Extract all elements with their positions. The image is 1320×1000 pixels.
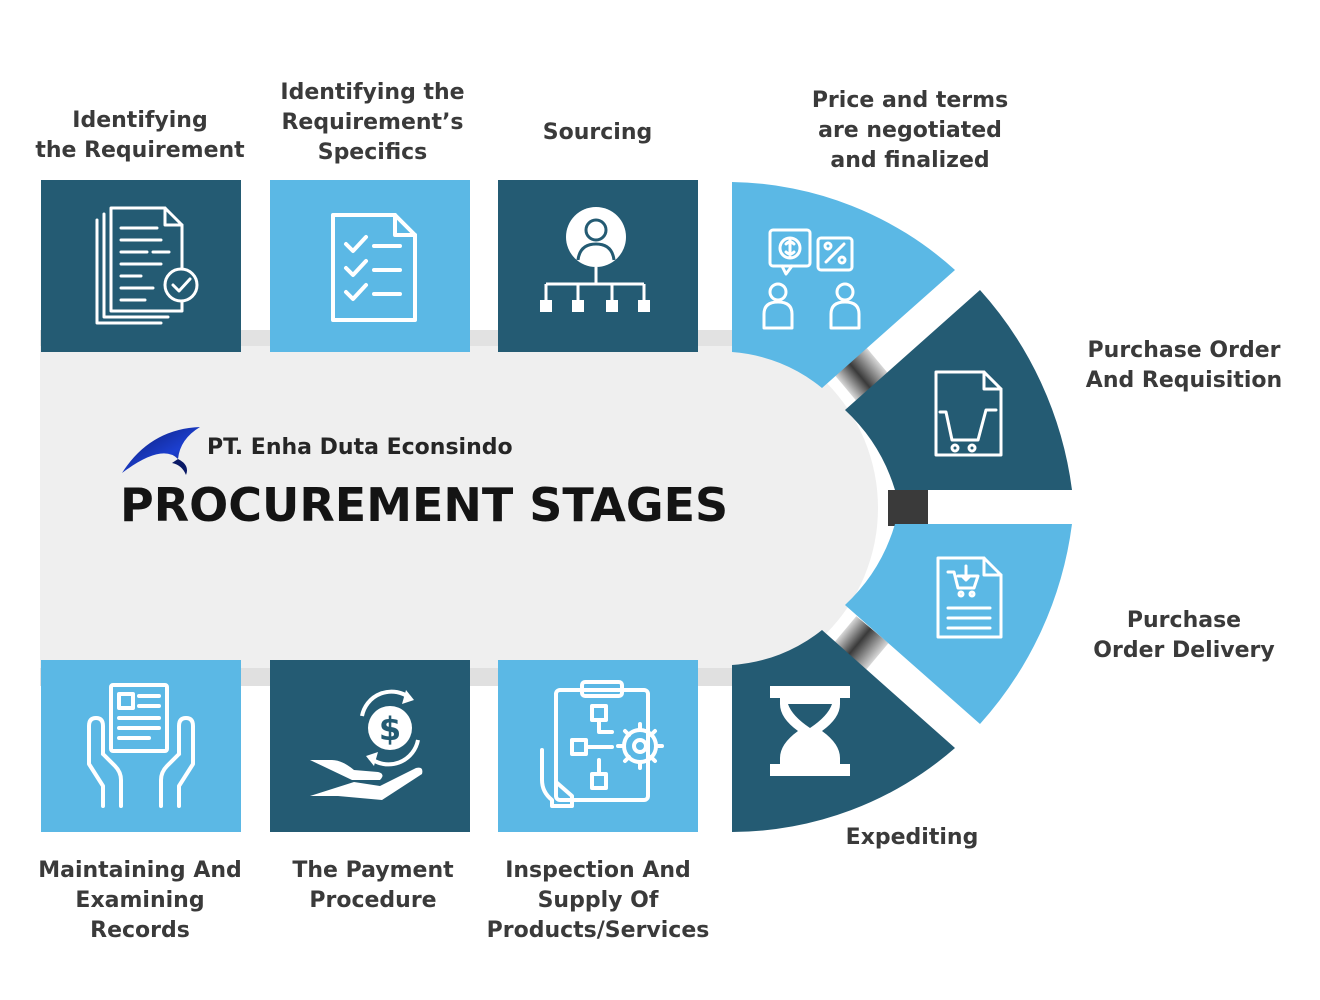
stage-tile-identifying-requirement — [41, 180, 241, 352]
hand-dollar-icon: $ — [310, 689, 423, 800]
stage-segment-expediting — [732, 630, 955, 832]
stage-label-identifying-requirement: Identifying the Requirement — [35, 108, 245, 163]
checklist-icon — [331, 213, 417, 322]
cart-document-icon — [934, 370, 1003, 457]
documents-check-icon — [95, 206, 199, 325]
stage-label-price-terms: Price and terms are negotiated and final… — [811, 88, 1009, 173]
negotiation-icon — [762, 228, 861, 330]
hourglass-icon — [770, 686, 850, 776]
company-name: PT. Enha Duta Econsindo — [207, 435, 513, 460]
stage-tile-records — [41, 660, 241, 832]
stage-tile-requirement-specifics — [270, 180, 470, 352]
stage-segment-delivery — [845, 524, 1072, 724]
stage-label-inspection: Inspection And Supply Of Products/Servic… — [486, 858, 710, 943]
stage-label-order-delivery: Purchase Order Delivery — [1093, 608, 1275, 663]
order-document-icon — [936, 556, 1003, 639]
stage-label-requirement-specifics: Identifying the Requirement’s Specifics — [280, 80, 465, 165]
track-band — [40, 330, 878, 686]
connector-bar-middle — [888, 490, 928, 526]
org-chart-icon — [540, 207, 650, 312]
svg-text:$: $ — [379, 710, 401, 748]
stage-tile-sourcing — [498, 180, 698, 352]
stage-label-purchase-order: Purchase Order And Requisition — [1085, 338, 1283, 393]
stage-segment-purchase-order — [845, 290, 1072, 490]
company-logo-icon — [122, 427, 200, 475]
hands-document-icon — [87, 683, 195, 808]
stage-label-sourcing: Sourcing — [542, 120, 653, 145]
stage-tile-payment: $ — [270, 660, 470, 832]
clipboard-gear-icon — [540, 680, 664, 808]
stage-label-payment: The Payment Procedure — [292, 858, 454, 913]
stage-label-records: Maintaining And Examining Records — [38, 858, 242, 943]
page-title: PROCUREMENT STAGES — [120, 478, 729, 532]
stage-label-expediting: Expediting — [845, 825, 979, 850]
stage-tile-inspection — [498, 660, 698, 832]
